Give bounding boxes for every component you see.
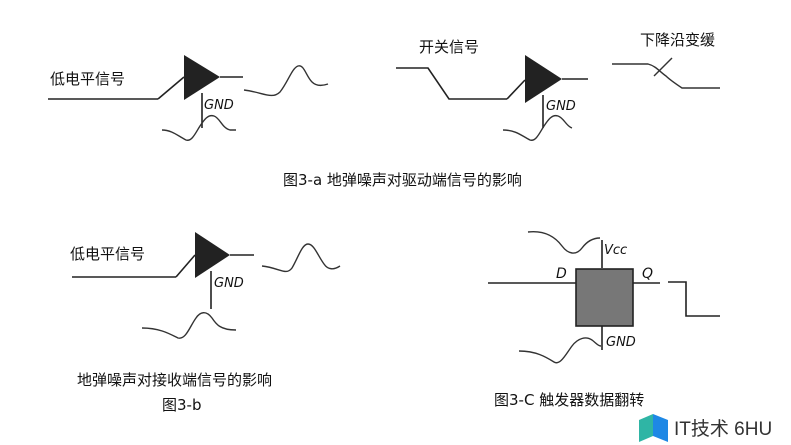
watermark: IT技术 6HU (639, 414, 772, 442)
q-pin-label: Q (642, 266, 653, 282)
ground-bounce-wave-b (141, 312, 237, 339)
q-flipped-output (668, 281, 720, 317)
gnd-label-b: GND (214, 276, 244, 291)
flip-flop-block (575, 268, 634, 327)
vcc-label: Vcc (604, 243, 627, 258)
vcc-noise-wave (527, 230, 601, 254)
label-falling-edge: 下降沿变缓 (640, 31, 715, 49)
gnd-label-a-right: GND (546, 99, 576, 114)
gnd-noise-wave (518, 337, 602, 364)
edge-annotation-line (653, 57, 673, 77)
receiver-buffer (195, 232, 230, 278)
input-lead-right (506, 79, 526, 100)
caption-figure-3c: 图3-C 触发器数据翻转 (494, 391, 644, 409)
label-low-level-signal-a: 低电平信号 (50, 70, 125, 88)
driver-buffer-right (525, 55, 562, 103)
gnd-label-a-left: GND (204, 98, 234, 113)
figure-3b: 低电平信号 GND (70, 232, 341, 339)
figure-3c: Vcc D Q GND (488, 230, 720, 364)
ground-bounce-wave-right (502, 114, 573, 141)
watermark-text: IT技术 6HU (674, 418, 772, 440)
gnd-label-c: GND (606, 335, 636, 350)
caption-figure-3b-line2: 图3-b (162, 396, 201, 414)
ground-bounce-wave (161, 114, 236, 141)
output-disturbance-wave-b (261, 243, 341, 273)
switch-signal-line (396, 67, 507, 100)
label-switch-signal: 开关信号 (419, 38, 479, 56)
figure-3a-left: 低电平信号 GND (48, 55, 329, 141)
output-disturbance-wave (243, 65, 329, 97)
input-lead (157, 76, 185, 100)
slowed-falling-edge (612, 63, 720, 89)
d-pin-label: D (556, 266, 567, 282)
label-low-level-signal-b: 低电平信号 (70, 245, 145, 263)
driver-buffer (184, 55, 220, 100)
caption-figure-3b-line1: 地弹噪声对接收端信号的影响 (77, 371, 272, 389)
caption-figure-3a: 图3-a 地弹噪声对驱动端信号的影响 (283, 171, 522, 189)
input-lead-b (175, 254, 196, 278)
watermark-logo-icon (639, 414, 668, 442)
figure-3a-right: 开关信号 GND 下降沿变缓 (396, 31, 720, 141)
